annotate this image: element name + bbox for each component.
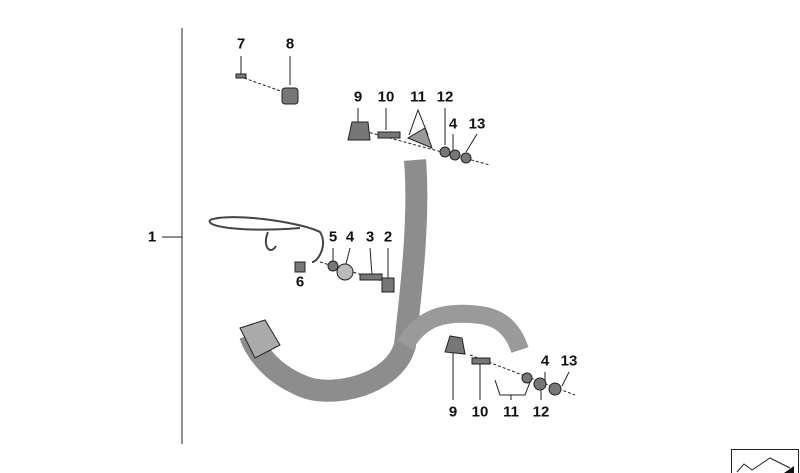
callout-12-top[interactable]: 12 (436, 88, 454, 106)
part-3 (359, 273, 383, 281)
part-9-bottom (444, 335, 466, 355)
callout-10-top[interactable]: 10 (377, 88, 395, 106)
part-10-top (377, 131, 401, 139)
part-6 (294, 261, 306, 273)
callout-11-top[interactable]: 11 (410, 88, 426, 106)
callout-7[interactable]: 7 (236, 35, 246, 53)
part-9-top (347, 121, 371, 141)
callout-6[interactable]: 6 (295, 273, 305, 291)
callout-10-bottom[interactable]: 10 (471, 403, 489, 421)
belt-strap-lower (397, 304, 529, 354)
belt-anchor (239, 319, 281, 359)
callout-9-top[interactable]: 9 (353, 88, 363, 106)
callout-13-top[interactable]: 13 (468, 115, 486, 133)
part-7 (235, 73, 247, 79)
callout-3[interactable]: 3 (365, 228, 375, 246)
callout-4-bottom[interactable]: 4 (540, 352, 550, 370)
part-13-top (460, 152, 472, 164)
part-12-top (439, 146, 451, 158)
part-2 (381, 277, 395, 293)
part-12-bottom (521, 372, 533, 384)
parts-overview-icon (736, 457, 794, 473)
callout-12-bottom[interactable]: 12 (532, 403, 550, 421)
callout-4-mid[interactable]: 4 (345, 228, 355, 246)
part-13-bottom (548, 382, 562, 396)
part-5 (327, 260, 339, 272)
callout-5[interactable]: 5 (328, 228, 338, 246)
part-10-bottom (471, 357, 491, 365)
callout-8[interactable]: 8 (285, 35, 295, 53)
part-4-mid (336, 263, 354, 281)
part-8 (281, 87, 299, 105)
part-4-bottom (533, 377, 547, 391)
callout-13-bottom[interactable]: 13 (560, 352, 578, 370)
part-11-top (406, 127, 433, 149)
callout-11-bottom[interactable]: 11 (503, 403, 519, 421)
callout-2[interactable]: 2 (383, 228, 393, 246)
callout-4-top[interactable]: 4 (448, 115, 458, 133)
parts-overview-button[interactable] (731, 449, 799, 473)
part-4-top (449, 149, 461, 161)
belt-strap (239, 159, 428, 402)
callout-9-bottom[interactable]: 9 (448, 403, 458, 421)
callout-1[interactable]: 1 (147, 228, 157, 246)
